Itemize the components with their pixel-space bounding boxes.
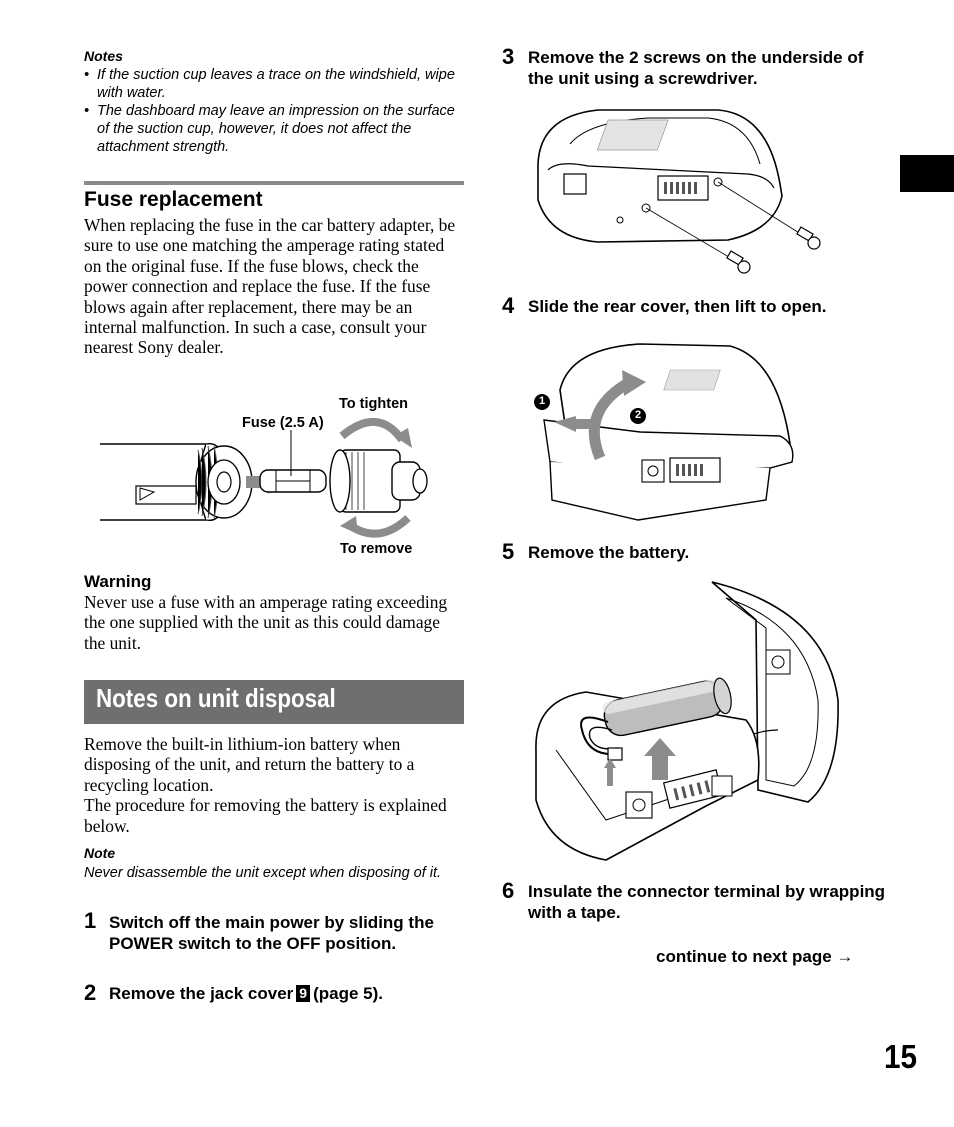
section-heading-bar	[84, 680, 464, 724]
step-3-text: Remove the 2 screws on the underside of …	[528, 48, 864, 88]
disposal-body: Remove the built-in lithium-ion battery …	[84, 734, 447, 836]
step-1-number: 1	[84, 908, 97, 933]
warning-title: Warning	[84, 572, 152, 591]
notes-title: Notes	[84, 48, 123, 64]
jack-cover-badge: 9	[296, 985, 311, 1002]
label-to-tighten: To tighten	[339, 396, 408, 412]
rear-cover-illustration	[534, 343, 794, 521]
fuse-body: When replacing the fuse in the car batte…	[84, 215, 456, 358]
note-body: Never disassemble the unit except when d…	[84, 865, 442, 881]
step-5-number: 5	[502, 539, 515, 564]
page-number: 15	[884, 1038, 918, 1075]
note-title: Note	[84, 845, 116, 861]
disposal-heading: Notes on unit disposal	[96, 683, 336, 713]
step-6-number: 6	[502, 878, 515, 903]
arrow-right-icon: →	[836, 947, 854, 966]
step-2-number: 2	[84, 980, 97, 1005]
step-3-number: 3	[502, 44, 515, 69]
callout-1: 1	[538, 395, 546, 407]
step-1-text: Switch off the main power by sliding the…	[109, 913, 434, 953]
label-fuse: Fuse (2.5 A)	[242, 415, 324, 431]
callout-2: 2	[634, 409, 642, 421]
warning-body: Never use a fuse with an amperage rating…	[84, 592, 448, 653]
step-4-number: 4	[502, 293, 515, 318]
step-4-text: Slide the rear cover, then lift to open.	[528, 297, 827, 316]
note-item-1: • If the suction cup leaves a trace on t…	[84, 67, 455, 101]
section-tab-marker	[900, 155, 954, 192]
section-divider	[84, 181, 464, 185]
fuse-illustration	[100, 417, 428, 538]
step-6-text: Insulate the connector terminal by wrapp…	[528, 882, 886, 922]
continue-next-page: continue to next page →	[656, 947, 854, 966]
unit-screws-illustration	[537, 109, 821, 274]
step-5-text: Remove the battery.	[528, 543, 690, 562]
fuse-heading: Fuse replacement	[84, 188, 263, 211]
battery-removal-illustration	[535, 581, 839, 861]
note-item-2: • The dashboard may leave an impression …	[84, 103, 455, 155]
label-to-remove: To remove	[340, 541, 413, 557]
